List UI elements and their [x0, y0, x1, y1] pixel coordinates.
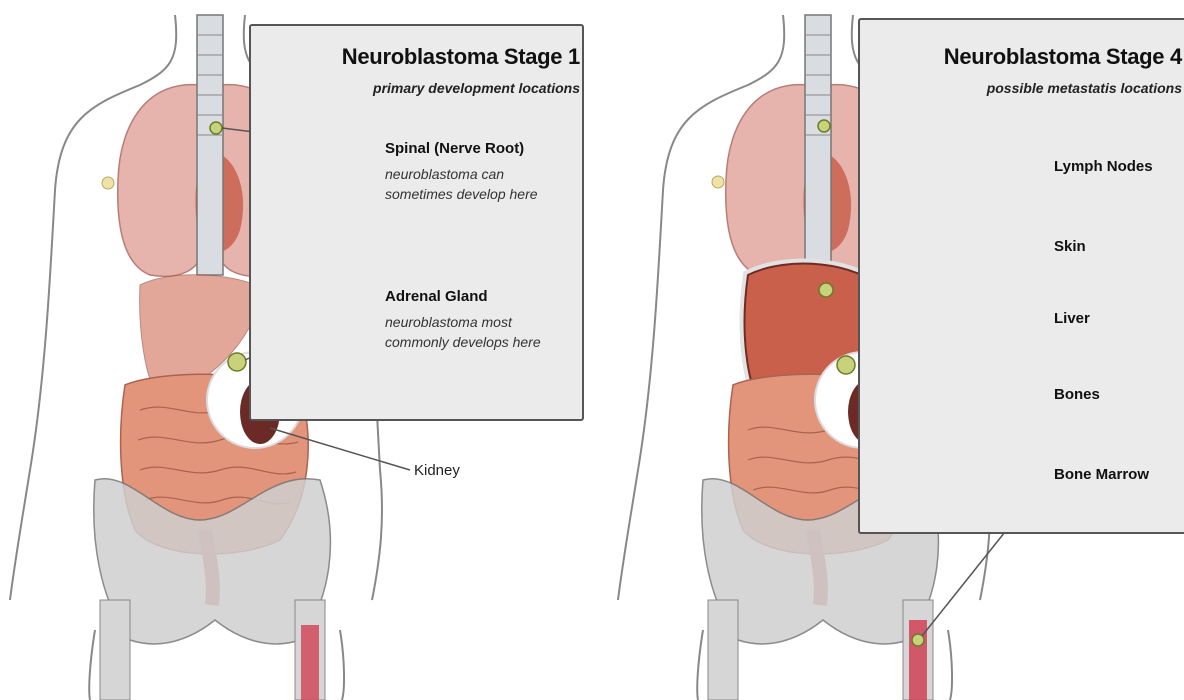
femur-left	[708, 600, 738, 700]
left-lung	[118, 85, 202, 277]
desc-spinal: neuroblastoma can sometimes develop here	[385, 164, 585, 204]
stage-4-subtitle: possible metastatis locations	[987, 80, 1182, 96]
spinal-tumor	[210, 122, 222, 134]
label-lymph-nodes: Lymph Nodes	[1054, 158, 1153, 175]
spinal-tumor	[818, 120, 830, 132]
label-spinal: Spinal (Nerve Root)	[385, 140, 524, 157]
stage-1-panel: Neuroblastoma Stage 1 primary developmen…	[0, 0, 592, 700]
lymph-node-left	[712, 176, 724, 188]
label-liver: Liver	[1054, 310, 1090, 327]
stage-4-panel: Neuroblastoma Stage 4 possible metastati…	[608, 0, 1184, 700]
label-kidney: Kidney	[414, 462, 460, 479]
lymph-node-left	[102, 177, 114, 189]
desc-spinal-line-2: sometimes develop here	[385, 184, 585, 204]
adrenal-gland	[837, 356, 855, 374]
stage-4-title: Neuroblastoma Stage 4	[944, 44, 1182, 70]
adrenal-gland	[228, 353, 246, 371]
label-adrenal: Adrenal Gland	[385, 288, 488, 305]
left-lung	[726, 85, 810, 277]
label-skin: Skin	[1054, 238, 1086, 255]
femur-left	[100, 600, 130, 700]
desc-adrenal-line-2: commonly develops here	[385, 332, 585, 352]
stage-1-subtitle: primary development locations	[373, 80, 580, 96]
label-bones: Bones	[1054, 386, 1100, 403]
liver-tumor	[819, 283, 833, 297]
label-bone-marrow: Bone Marrow	[1054, 466, 1149, 483]
desc-adrenal-line-1: neuroblastoma most	[385, 312, 585, 332]
stage-1-title: Neuroblastoma Stage 1	[342, 44, 580, 70]
spine	[197, 15, 223, 275]
desc-spinal-line-1: neuroblastoma can	[385, 164, 585, 184]
spine	[805, 15, 831, 275]
desc-adrenal: neuroblastoma most commonly develops her…	[385, 312, 585, 352]
bone-marrow-right	[301, 625, 319, 700]
